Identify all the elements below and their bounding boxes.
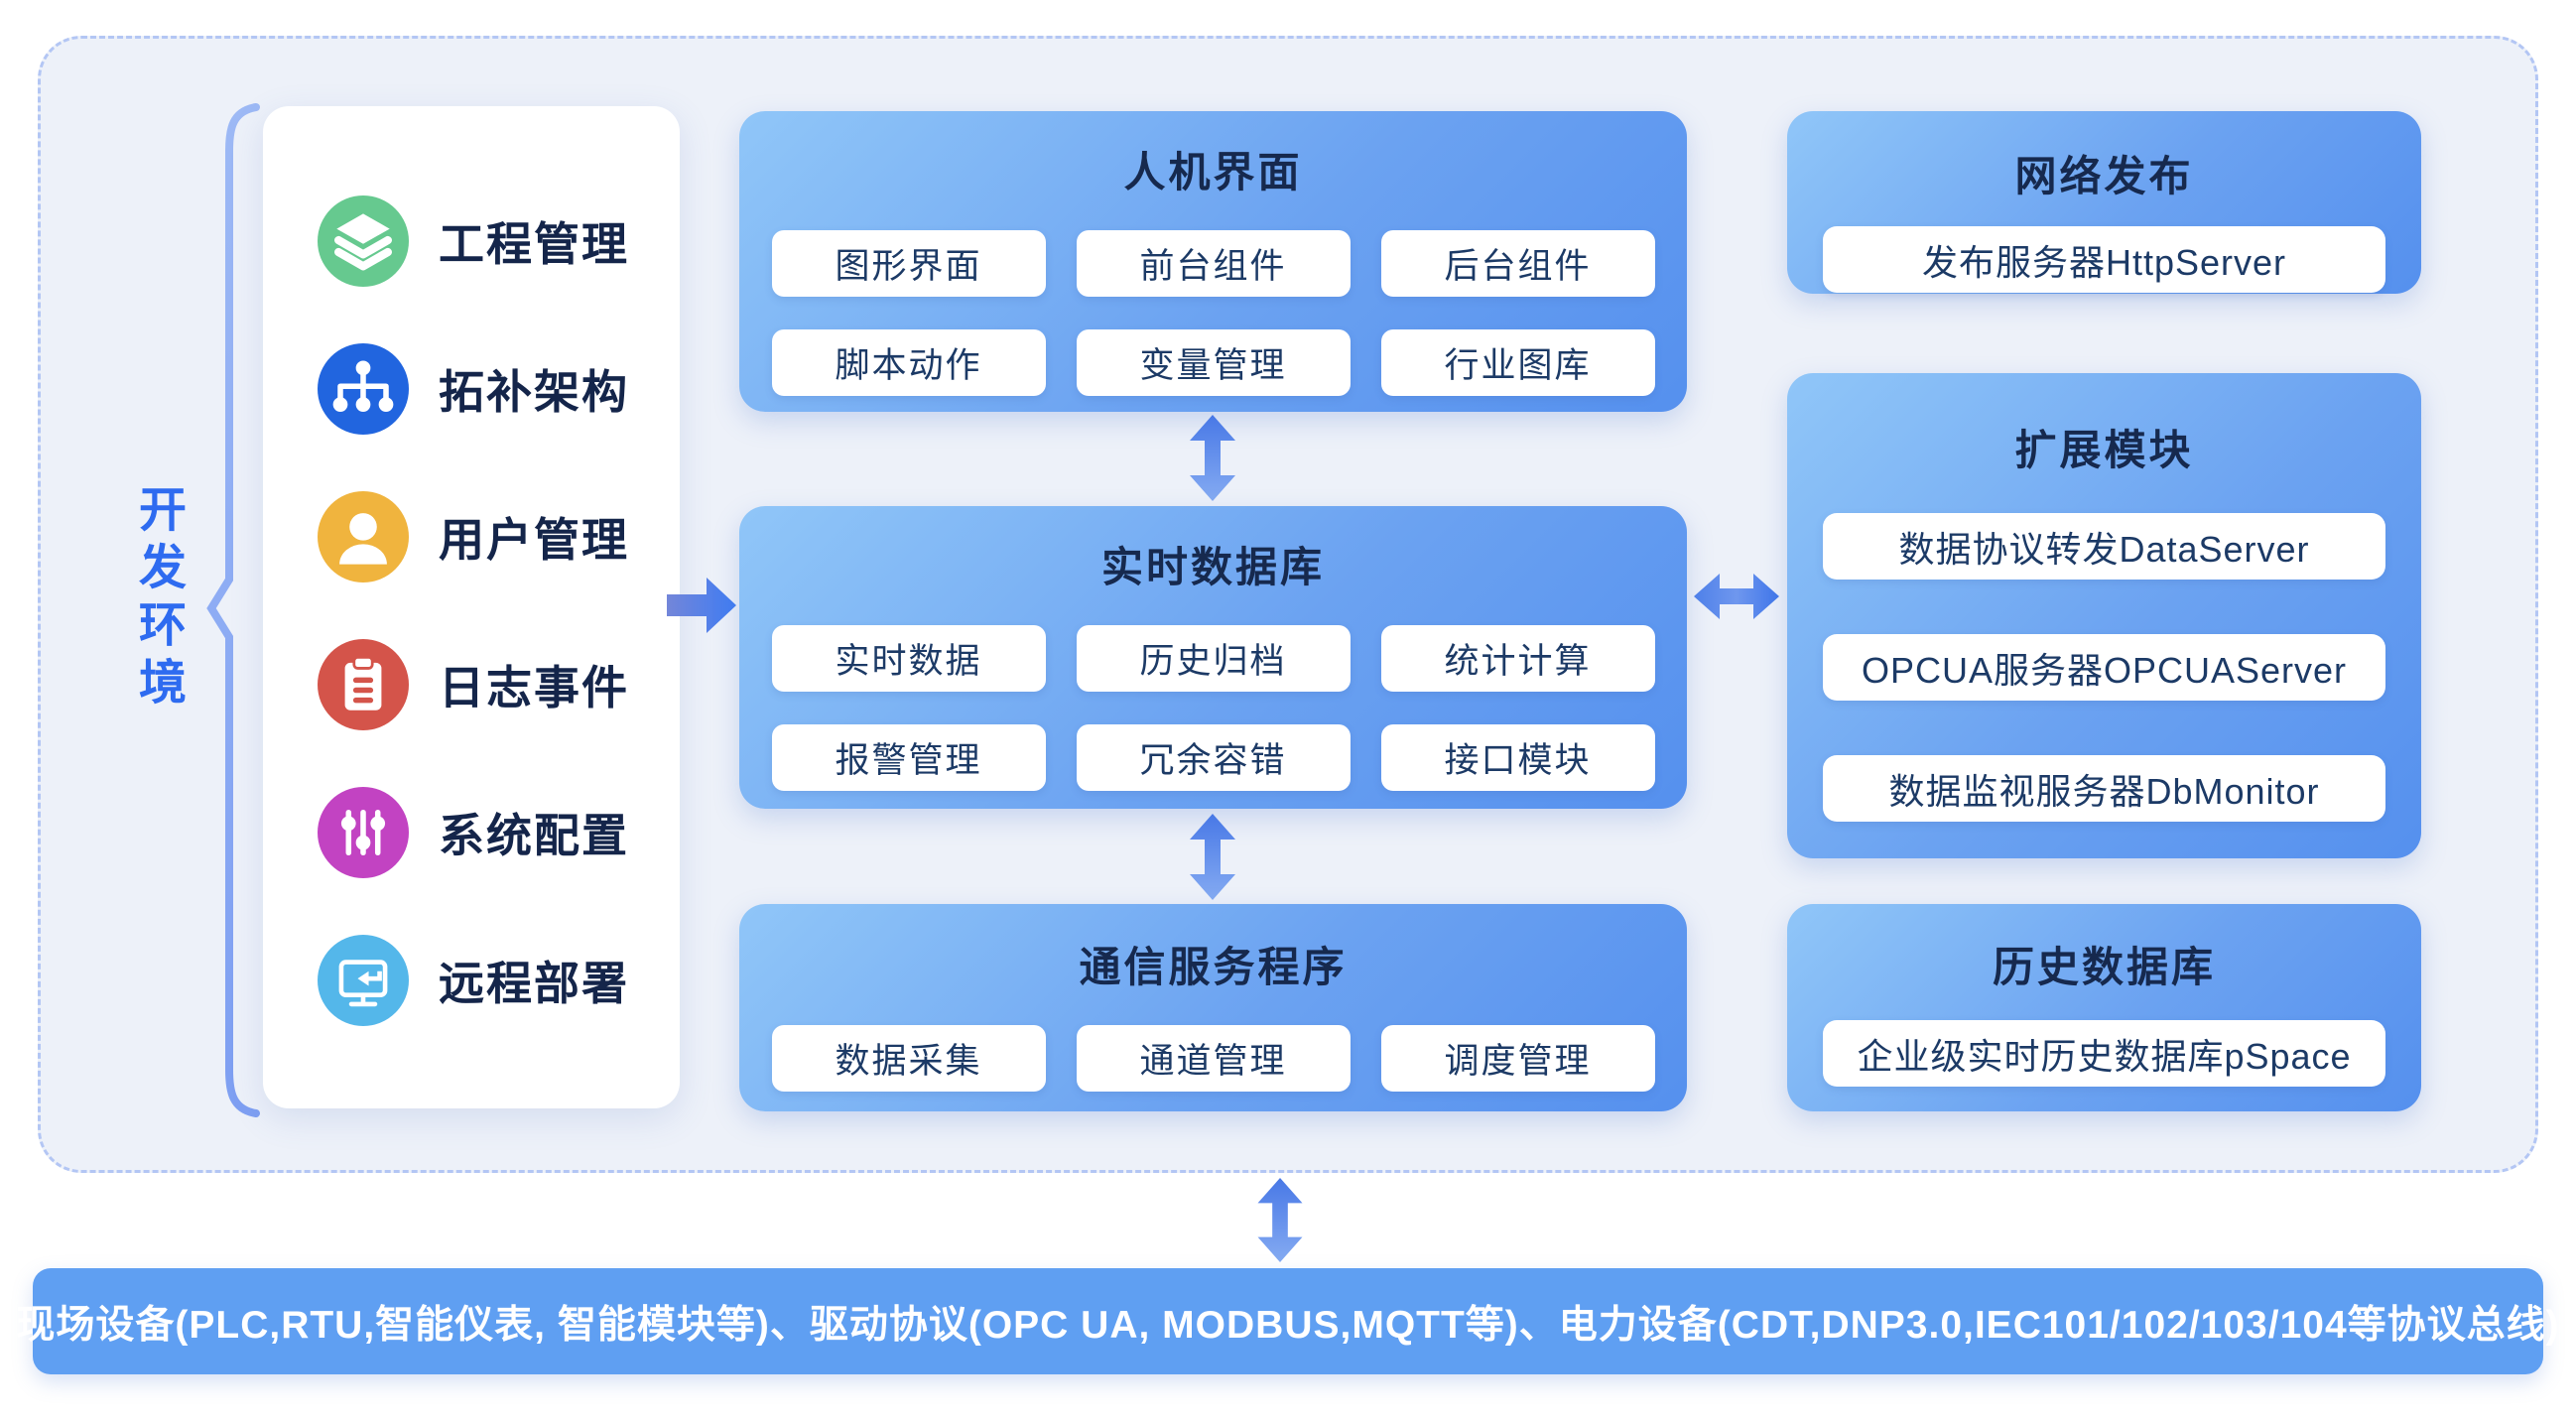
web-publish-buttons: 发布服务器HttpServer — [1823, 226, 2385, 293]
card-history-db: 历史数据库 企业级实时历史数据库pSpace — [1787, 904, 2421, 1111]
sliders-icon — [318, 787, 409, 878]
chip-data-server: 数据协议转发DataServer — [1823, 513, 2385, 580]
chip-pspace: 企业级实时历史数据库pSpace — [1823, 1020, 2385, 1087]
chip-alarm-management: 报警管理 — [771, 724, 1046, 791]
card-web-publish: 网络发布 发布服务器HttpServer — [1787, 111, 2421, 294]
sidebar-item-label: 远程部署 — [439, 958, 629, 1009]
chip-variable-management: 变量管理 — [1076, 329, 1351, 396]
dev-tools-panel: 工程管理 拓补架构 用户管理 — [263, 106, 680, 1108]
history-db-buttons: 企业级实时历史数据库pSpace — [1823, 1020, 2385, 1087]
sidebar-item-log-events: 日志事件 — [318, 639, 680, 730]
sidebar-item-topology: 拓补架构 — [318, 343, 680, 435]
sidebar-item-remote-deploy: 远程部署 — [318, 935, 680, 1026]
chip-statistics: 统计计算 — [1380, 625, 1655, 692]
sidebar-item-user-management: 用户管理 — [318, 491, 680, 582]
arrow-right-icon — [667, 578, 736, 633]
chip-dispatch-management: 调度管理 — [1380, 1025, 1655, 1092]
arrow-up-down-icon — [1257, 1178, 1303, 1262]
arrow-left-right-icon — [1694, 574, 1779, 619]
card-extension-modules: 扩展模块 数据协议转发DataServer OPCUA服务器OPCUAServe… — [1787, 373, 2421, 858]
chip-realtime-data: 实时数据 — [771, 625, 1046, 692]
card-title: 实时数据库 — [1100, 544, 1325, 590]
device-bus-bar: 现场设备(PLC,RTU,智能仪表, 智能模块等)、驱动协议(OPC UA, M… — [16, 1268, 2559, 1374]
sidebar-item-label: 系统配置 — [439, 810, 629, 861]
sidebar-item-label: 拓补架构 — [439, 366, 629, 418]
sidebar-item-system-config: 系统配置 — [318, 787, 680, 878]
card-title: 扩展模块 — [2014, 427, 2194, 473]
chip-industry-gallery: 行业图库 — [1380, 329, 1655, 396]
chip-graphic-interface: 图形界面 — [771, 230, 1046, 297]
user-icon — [318, 491, 409, 582]
brace-bracket — [206, 103, 260, 1117]
card-title: 通信服务程序 — [1079, 944, 1348, 990]
sidebar-item-label: 用户管理 — [439, 514, 629, 566]
monitor-icon — [318, 935, 409, 1026]
arrow-up-down-icon — [1190, 814, 1235, 900]
topology-icon — [318, 343, 409, 435]
realtime-db-buttons: 实时数据 历史归档 统计计算 报警管理 冗余容错 接口模块 — [771, 625, 1655, 791]
chip-data-acquisition: 数据采集 — [771, 1025, 1046, 1092]
card-comm-service: 通信服务程序 数据采集 通道管理 调度管理 — [739, 904, 1687, 1111]
card-hmi: 人机界面 图形界面 前台组件 后台组件 脚本动作 变量管理 行业图库 — [739, 111, 1687, 412]
dev-environment-label: 开发环境 — [131, 484, 184, 714]
sidebar-item-project-management: 工程管理 — [318, 195, 680, 287]
clipboard-icon — [318, 639, 409, 730]
extension-buttons: 数据协议转发DataServer OPCUA服务器OPCUAServer 数据监… — [1823, 513, 2385, 822]
chip-db-monitor: 数据监视服务器DbMonitor — [1823, 755, 2385, 822]
chip-redundancy: 冗余容错 — [1076, 724, 1351, 791]
sidebar-item-label: 工程管理 — [439, 218, 629, 270]
card-realtime-db: 实时数据库 实时数据 历史归档 统计计算 报警管理 冗余容错 接口模块 — [739, 506, 1687, 809]
arrow-up-down-icon — [1190, 415, 1235, 501]
card-title: 历史数据库 — [1992, 944, 2216, 990]
chip-channel-management: 通道管理 — [1076, 1025, 1351, 1092]
sidebar-item-label: 日志事件 — [439, 662, 629, 713]
chip-interface-module: 接口模块 — [1380, 724, 1655, 791]
layers-icon — [318, 195, 409, 287]
chip-opcua-server: OPCUA服务器OPCUAServer — [1823, 634, 2385, 701]
card-title: 网络发布 — [2014, 153, 2194, 199]
chip-history-archive: 历史归档 — [1076, 625, 1351, 692]
hmi-buttons: 图形界面 前台组件 后台组件 脚本动作 变量管理 行业图库 — [771, 230, 1655, 396]
chip-script-actions: 脚本动作 — [771, 329, 1046, 396]
chip-backend-components: 后台组件 — [1380, 230, 1655, 297]
chip-http-server: 发布服务器HttpServer — [1823, 226, 2385, 293]
device-bus-text: 现场设备(PLC,RTU,智能仪表, 智能模块等)、驱动协议(OPC UA, M… — [16, 1303, 2560, 1347]
comm-service-buttons: 数据采集 通道管理 调度管理 — [771, 1025, 1655, 1092]
card-title: 人机界面 — [1123, 149, 1303, 195]
chip-frontend-components: 前台组件 — [1076, 230, 1351, 297]
